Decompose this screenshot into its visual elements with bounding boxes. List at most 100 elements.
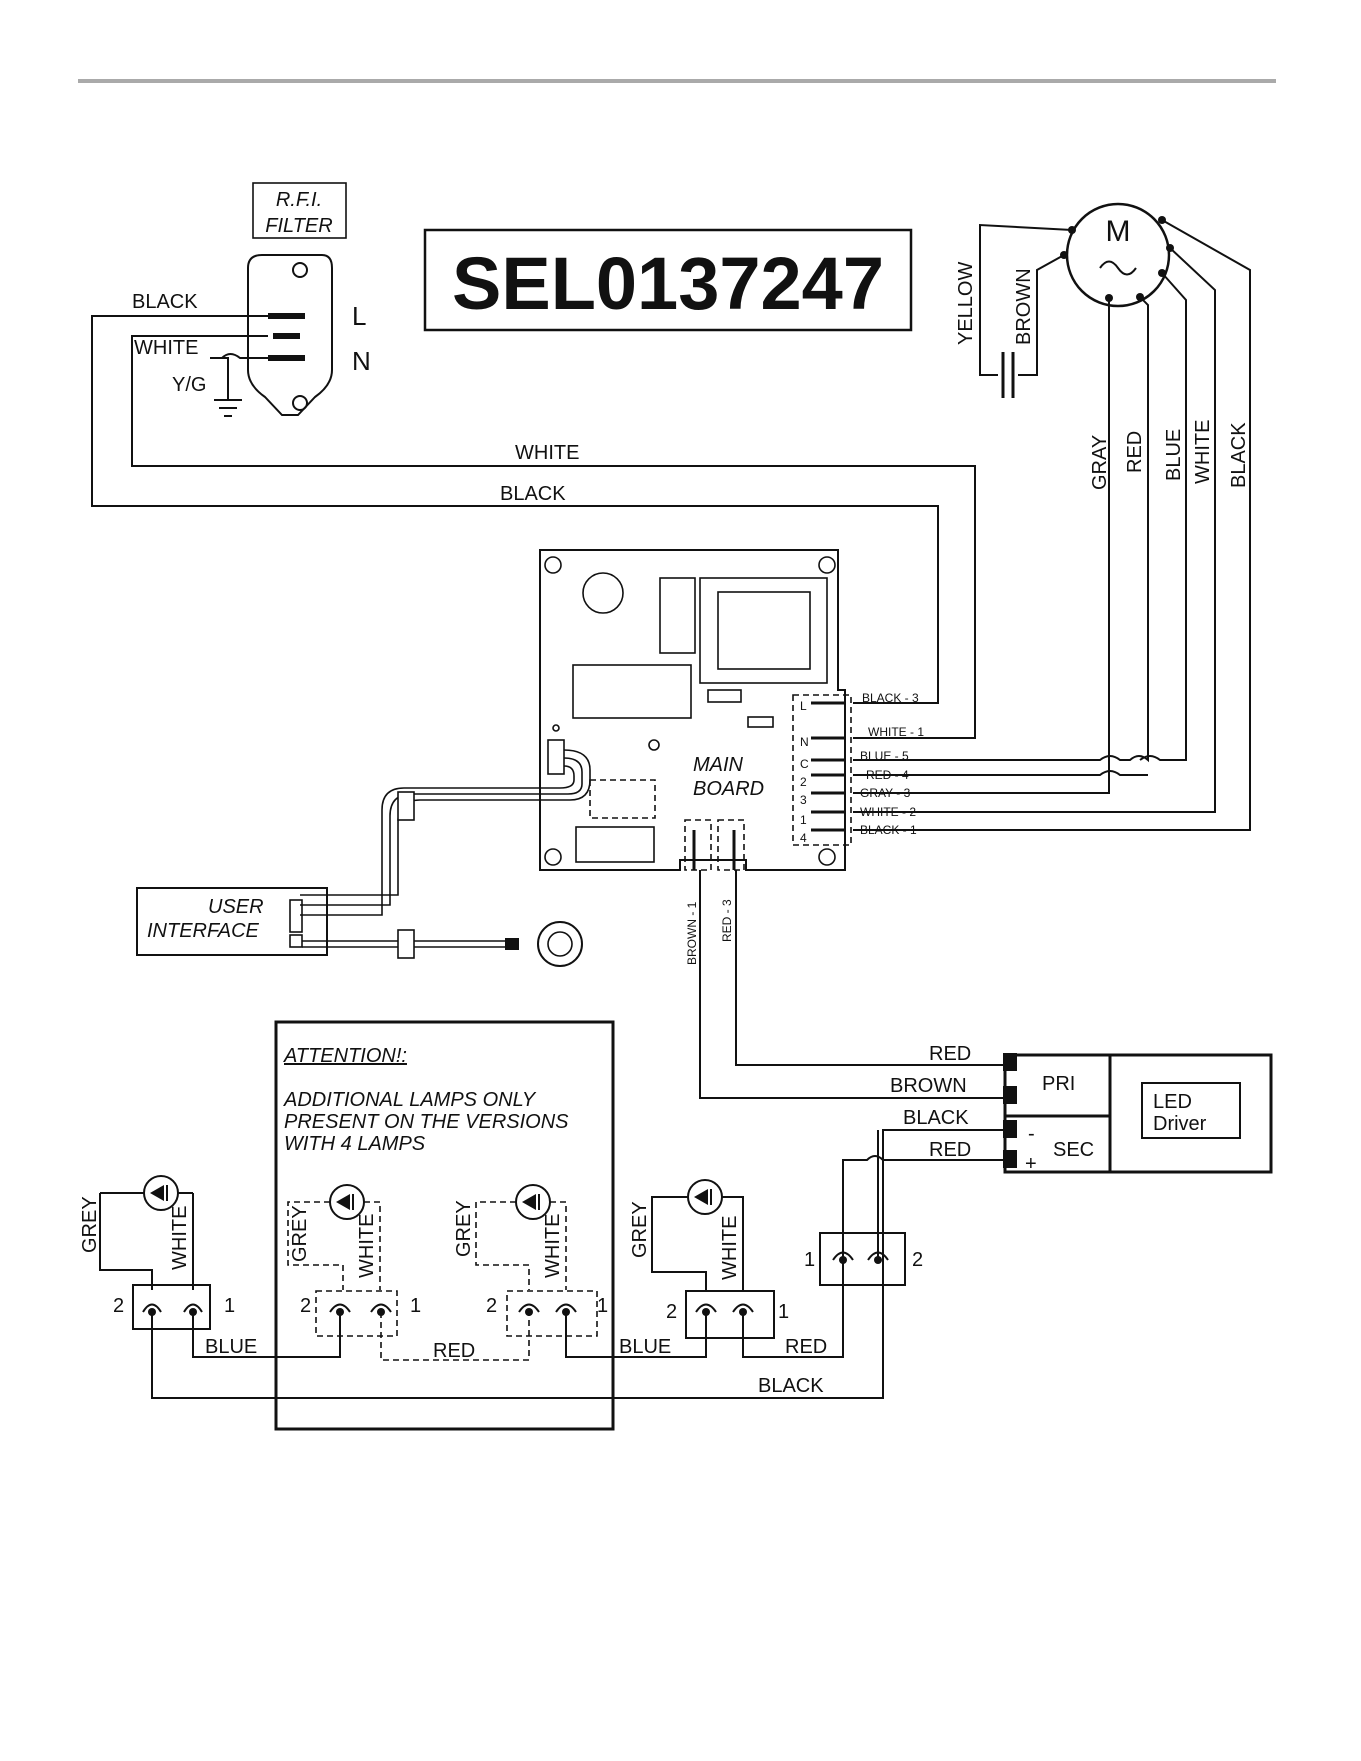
attention-line-3: WITH 4 LAMPS <box>284 1133 426 1155</box>
top-rule <box>78 79 1276 83</box>
conn-blue-5: BLUE - 5 <box>860 749 909 763</box>
conn-white-1: WHITE - 1 <box>868 725 924 739</box>
cap-wire-brown <box>1018 254 1065 376</box>
wire-red-4-to-motor <box>853 770 1148 776</box>
driver-out-red: RED <box>929 1139 971 1161</box>
wire-blue-right-label: BLUE <box>619 1336 671 1358</box>
ui-ground-eyelet <box>537 921 583 967</box>
main-board-label-1: MAIN <box>693 754 744 776</box>
wire-blue-left: BLUE <box>205 1336 257 1358</box>
wire-blue-right <box>565 1312 707 1358</box>
lamp-1: GREY WHITE 2 1 <box>79 1175 341 1358</box>
driver-sec: SEC <box>1053 1139 1094 1161</box>
pin-mark-n: N <box>800 735 809 749</box>
conn-white-2: WHITE - 2 <box>860 805 916 819</box>
lamp1-grey: GREY <box>79 1196 101 1253</box>
conn-black-3: BLACK - 3 <box>862 691 919 705</box>
rfi-socket-body <box>247 254 333 416</box>
rfi-title-1: R.F.I. <box>276 189 322 211</box>
motor-lead-blue <box>1139 272 1187 761</box>
attention-line-1: ADDITIONAL LAMPS ONLY <box>283 1089 537 1111</box>
motor-lead-black <box>853 219 1251 831</box>
attention-box: ATTENTION!: ADDITIONAL LAMPS ONLY PRESEN… <box>274 1020 615 1431</box>
model-code-box: SEL0137247 <box>423 228 913 332</box>
lead-label-gray: GRAY <box>1089 435 1111 490</box>
main-board: MAIN BOARD <box>300 549 852 916</box>
wire-driver-red <box>742 1155 1005 1358</box>
lamp-2: GREY WHITE 2 1 <box>287 1184 421 1337</box>
wire-red-mid-label: RED <box>433 1340 475 1362</box>
lamp4-pin2: 2 <box>666 1301 677 1323</box>
lamp4-pin1: 1 <box>778 1301 789 1323</box>
wire-black-main <box>91 315 939 704</box>
pin-mark-3: 3 <box>800 793 807 807</box>
drv-conn-pin-1: 1 <box>804 1249 815 1271</box>
lamp3-pin2: 2 <box>486 1295 497 1317</box>
user-interface: USER INTERFACE <box>136 887 583 967</box>
wire-black-label: BLACK <box>758 1375 824 1397</box>
attention-title: ATTENTION!: <box>283 1045 407 1067</box>
filter-yg-label: Y/G <box>172 374 206 396</box>
lamp4-white: WHITE <box>719 1216 741 1280</box>
motor-lead-gray <box>853 298 1110 794</box>
lead-label-red: RED <box>1124 431 1146 473</box>
drv-conn-pin-2: 2 <box>912 1249 923 1271</box>
lead-label-white: WHITE <box>1192 420 1214 484</box>
wire-red-3 <box>735 870 1005 1066</box>
driver-in-red: RED <box>929 1043 971 1065</box>
conn-gray-3: GRAY - 3 <box>860 786 911 800</box>
pin-mark-2: 2 <box>800 775 807 789</box>
ui-label-1: USER <box>208 896 264 918</box>
led-driver: PRI SEC - + LED Driver <box>1003 1053 1273 1175</box>
motor-lead-red <box>853 296 1149 763</box>
lamp1-white: WHITE <box>169 1206 191 1270</box>
motor-symbol: M <box>1106 215 1131 248</box>
lamp2-pin2: 2 <box>300 1295 311 1317</box>
driver-minus: - <box>1028 1123 1035 1145</box>
main-white-label: WHITE <box>515 442 579 464</box>
lamp3-white: WHITE <box>542 1214 564 1278</box>
lead-label-black: BLACK <box>1228 422 1250 488</box>
lamp1-pin2: 2 <box>113 1295 124 1317</box>
main-black-label: BLACK <box>500 483 566 505</box>
lamp3-pin1: 1 <box>597 1295 608 1317</box>
ground-symbol <box>214 399 242 417</box>
conn-black-1: BLACK - 1 <box>860 823 917 837</box>
pin-mark-l: L <box>800 699 807 713</box>
wire-yg <box>210 353 268 400</box>
rfi-filter: R.F.I. FILTER L N <box>247 182 371 416</box>
attention-line-2: PRESENT ON THE VERSIONS <box>284 1111 569 1133</box>
driver-title-1: LED <box>1153 1091 1192 1113</box>
lamp-4: GREY WHITE 2 1 <box>629 1179 789 1339</box>
lamp-3: GREY WHITE 2 1 <box>453 1184 608 1337</box>
cap-label-yellow: YELLOW <box>955 262 977 345</box>
lamp4-grey: GREY <box>629 1201 651 1258</box>
cap-wire-yellow <box>979 223 1073 376</box>
wire-red-right-label: RED <box>785 1336 827 1358</box>
lamp3-grey: GREY <box>453 1200 475 1257</box>
driver-out-black: BLACK <box>903 1107 969 1129</box>
main-board-label-2: BOARD <box>693 778 764 800</box>
cap-label-brown: BROWN <box>1013 268 1035 345</box>
lamp2-pin1: 1 <box>410 1295 421 1317</box>
ui-label-2: INTERFACE <box>147 920 260 942</box>
filter-black-label: BLACK <box>132 291 198 313</box>
motor: M <box>1060 202 1174 308</box>
connector-pins <box>811 701 845 832</box>
driver-in-brown: BROWN <box>890 1075 967 1097</box>
filter-white-label: WHITE <box>134 337 198 359</box>
lamp2-grey: GREY <box>289 1205 311 1262</box>
capacitor-symbol <box>1001 352 1015 398</box>
conn-red-3: RED - 3 <box>720 899 734 942</box>
pin-mark-c: C <box>800 757 809 771</box>
rfi-terminal-n: N <box>352 346 371 376</box>
wire-white-main <box>131 335 976 739</box>
driver-pri: PRI <box>1042 1073 1075 1095</box>
wire-brown-1 <box>699 870 1005 1099</box>
wire-driver-black <box>151 1129 1005 1399</box>
conn-brown-1: BROWN - 1 <box>685 901 699 965</box>
driver-plus: + <box>1025 1153 1037 1175</box>
lamp2-white: WHITE <box>356 1214 378 1278</box>
lead-label-blue: BLUE <box>1163 429 1185 481</box>
